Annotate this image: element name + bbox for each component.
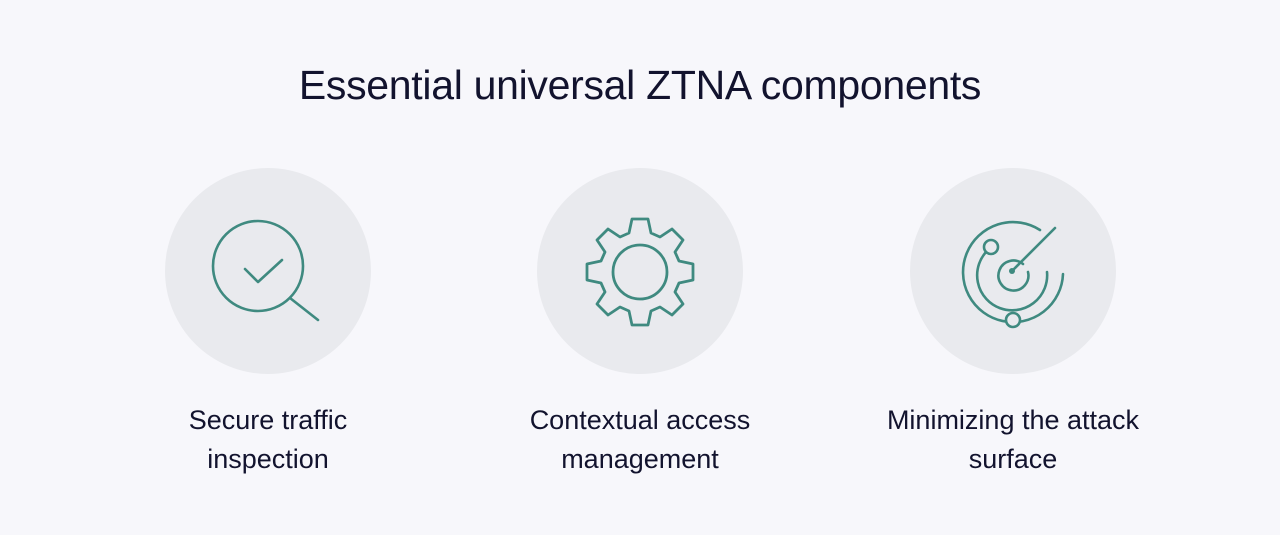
component-contextual-access-management: Contextual access management xyxy=(470,168,810,479)
icon-circle xyxy=(910,168,1116,374)
component-secure-traffic-inspection: Secure traffic inspection xyxy=(98,168,438,479)
component-label: Contextual access management xyxy=(529,405,751,474)
component-minimizing-attack-surface: Minimizing the attack surface xyxy=(843,168,1183,479)
icon-circle xyxy=(165,168,371,374)
component-label: Minimizing the attack surface xyxy=(886,405,1140,474)
magnifier-check-icon xyxy=(211,219,320,322)
page-title: Essential universal ZTNA components xyxy=(298,62,982,108)
gear-icon xyxy=(585,217,695,327)
component-label: Secure traffic inspection xyxy=(188,405,348,474)
icon-circle xyxy=(537,168,743,374)
radar-icon xyxy=(961,220,1065,329)
